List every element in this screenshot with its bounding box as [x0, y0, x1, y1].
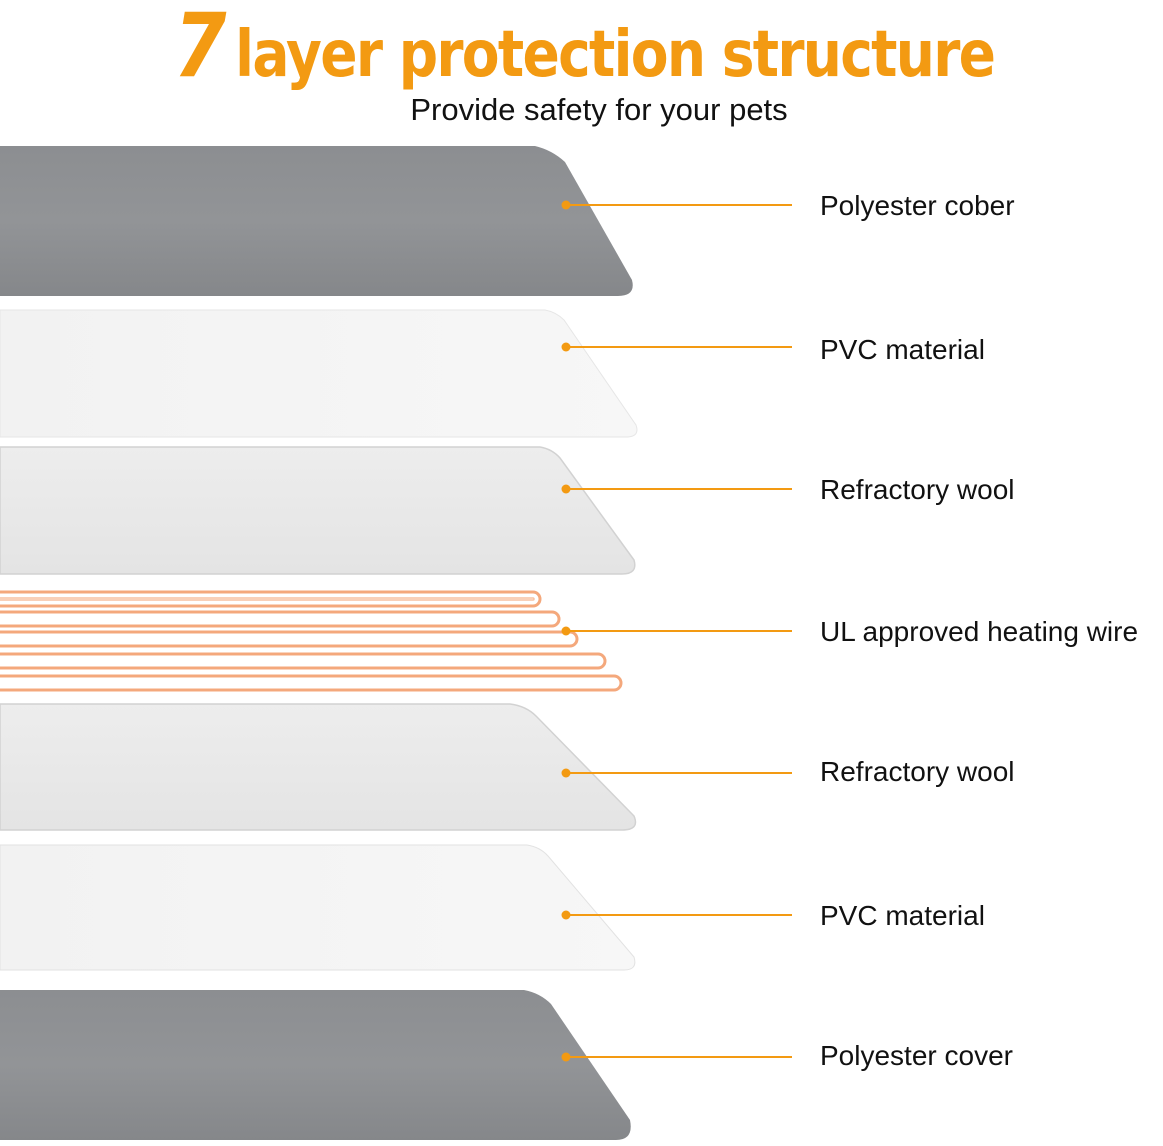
layer-label-6: PVC material — [820, 900, 985, 931]
callout-6 — [561, 910, 792, 920]
layer-pvc-1 — [0, 309, 638, 438]
layer-label-1: Polyester cober — [820, 190, 1015, 221]
layer-pvc-2 — [0, 844, 636, 971]
layer-wool-1 — [0, 446, 636, 575]
callout-7 — [561, 1052, 792, 1062]
callout-4 — [561, 626, 792, 636]
title-text: layer protection structure — [235, 18, 996, 92]
layer-label-4: UL approved heating wire — [820, 616, 1139, 647]
callout-5 — [561, 768, 792, 778]
title-number: 7 — [173, 0, 227, 97]
layer-label-2: PVC material — [820, 334, 985, 365]
callout-3 — [561, 484, 792, 494]
callout-2 — [561, 342, 792, 352]
layer-heating-wire — [0, 590, 623, 692]
layer-polyester-bottom — [0, 990, 631, 1140]
callout-1 — [561, 200, 792, 210]
layer-label-7: Polyester cover — [820, 1040, 1013, 1071]
layer-label-3: Refractory wool — [820, 474, 1015, 505]
layer-wool-2 — [0, 703, 637, 831]
layer-polyester-top — [0, 146, 633, 296]
layer-label-5: Refractory wool — [820, 756, 1015, 787]
page-subtitle: Provide safety for your pets — [410, 92, 788, 127]
